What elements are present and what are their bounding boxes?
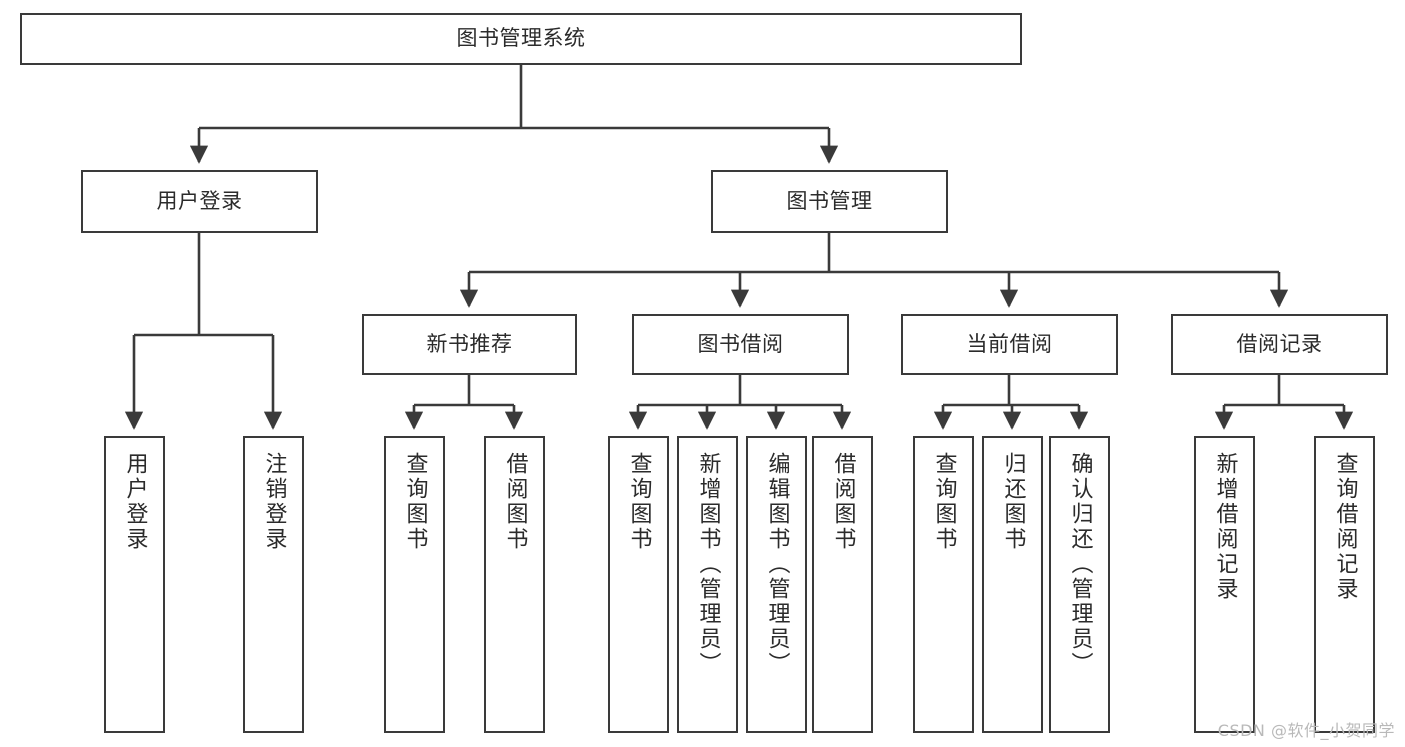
node-label: 查询图书 bbox=[626, 452, 652, 552]
node-label: 新增借阅记录 bbox=[1212, 452, 1238, 602]
node-label: 新书推荐 bbox=[426, 331, 513, 356]
node-leaf-query-book-3[interactable]: 查询图书 bbox=[913, 436, 974, 733]
node-label: 查询图书 bbox=[931, 452, 957, 552]
node-leaf-query-record[interactable]: 查询借阅记录 bbox=[1314, 436, 1375, 733]
node-label: 新增图书（管理员） bbox=[695, 452, 721, 677]
node-leaf-borrow-book-2[interactable]: 借阅图书 bbox=[812, 436, 873, 733]
node-current-borrow[interactable]: 当前借阅 bbox=[901, 314, 1118, 375]
node-label: 图书管理 bbox=[786, 188, 873, 213]
node-book-borrow[interactable]: 图书借阅 bbox=[632, 314, 849, 375]
node-label: 借阅图书 bbox=[830, 452, 856, 552]
node-label: 图书借阅 bbox=[697, 331, 784, 356]
node-borrow-record[interactable]: 借阅记录 bbox=[1171, 314, 1388, 375]
node-leaf-query-book-1[interactable]: 查询图书 bbox=[384, 436, 445, 733]
node-label: 用户登录 bbox=[156, 188, 243, 213]
node-new-book-recommend[interactable]: 新书推荐 bbox=[362, 314, 577, 375]
node-label: 借阅图书 bbox=[502, 452, 528, 552]
node-leaf-query-book-2[interactable]: 查询图书 bbox=[608, 436, 669, 733]
node-leaf-return-book[interactable]: 归还图书 bbox=[982, 436, 1043, 733]
node-leaf-borrow-book-1[interactable]: 借阅图书 bbox=[484, 436, 545, 733]
node-leaf-logout-login[interactable]: 注销登录 bbox=[243, 436, 304, 733]
node-label: 查询借阅记录 bbox=[1332, 452, 1358, 602]
node-library-management-system[interactable]: 图书管理系统 bbox=[20, 13, 1022, 65]
node-label: 图书管理系统 bbox=[456, 26, 586, 51]
node-leaf-add-book[interactable]: 新增图书（管理员） bbox=[677, 436, 738, 733]
node-label: 编辑图书（管理员） bbox=[764, 452, 790, 677]
node-leaf-confirm-return[interactable]: 确认归还（管理员） bbox=[1049, 436, 1110, 733]
node-leaf-add-record[interactable]: 新增借阅记录 bbox=[1194, 436, 1255, 733]
node-leaf-edit-book[interactable]: 编辑图书（管理员） bbox=[746, 436, 807, 733]
node-label: 归还图书 bbox=[1000, 452, 1026, 552]
node-label: 当前借阅 bbox=[966, 331, 1053, 356]
node-label: 确认归还（管理员） bbox=[1067, 452, 1093, 677]
node-label: 注销登录 bbox=[261, 452, 287, 552]
node-label: 查询图书 bbox=[402, 452, 428, 552]
node-book-management[interactable]: 图书管理 bbox=[711, 170, 948, 233]
node-label: 借阅记录 bbox=[1236, 331, 1323, 356]
node-label: 用户登录 bbox=[122, 452, 148, 552]
node-leaf-user-login[interactable]: 用户登录 bbox=[104, 436, 165, 733]
node-user-login[interactable]: 用户登录 bbox=[81, 170, 318, 233]
